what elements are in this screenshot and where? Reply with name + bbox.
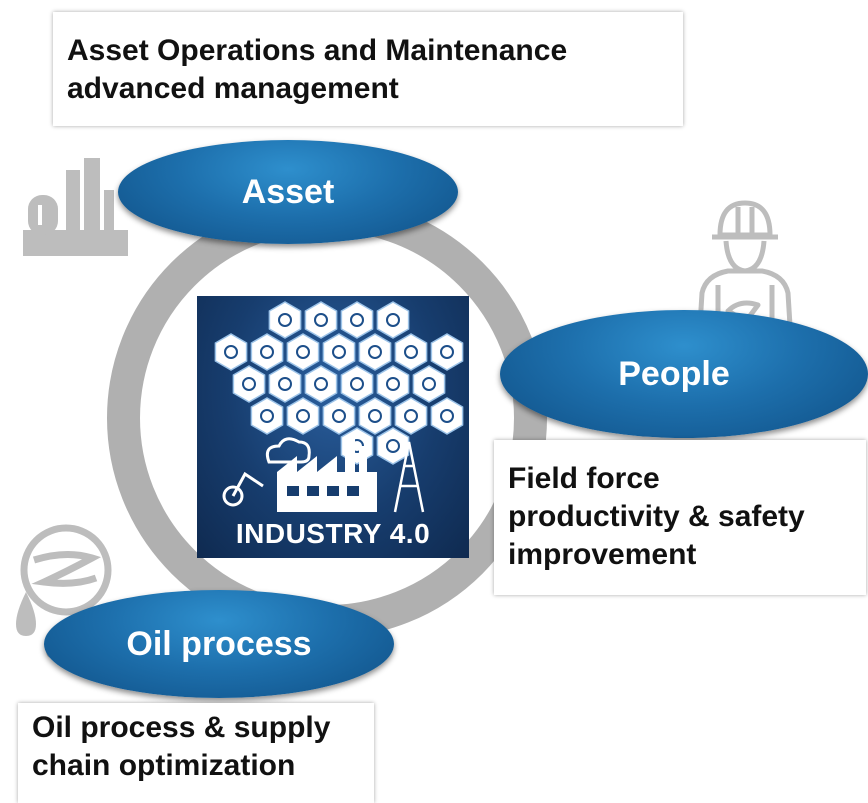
- hexagon-glyph-icon: [314, 377, 328, 391]
- hexagon-icon: [340, 301, 374, 339]
- hexagon-icon: [358, 397, 392, 435]
- robot-arm-icon: [222, 471, 264, 507]
- asset-callout-line-2: advanced management: [67, 72, 399, 105]
- oil-callout: Oil process & supply chain optimization: [18, 703, 374, 803]
- people-callout-line-3: improvement: [508, 538, 697, 571]
- hexagon-icon: [430, 397, 464, 435]
- hexagon-icon: [430, 333, 464, 371]
- hexagon-icon: [250, 397, 284, 435]
- people-pill: People: [500, 310, 868, 438]
- oil-callout-line-1: Oil process & supply: [32, 711, 331, 744]
- hexagon-icon: [286, 397, 320, 435]
- hexagon-icon: [358, 333, 392, 371]
- hexagon-icon: [322, 333, 356, 371]
- hexagon-glyph-icon: [314, 313, 328, 327]
- hexagon-icon: [304, 301, 338, 339]
- hexagon-icon: [322, 397, 356, 435]
- asset-callout: Asset Operations and Maintenance advance…: [53, 12, 683, 126]
- hexagon-glyph-icon: [440, 409, 454, 423]
- tower-icon: [393, 441, 425, 513]
- hexagon-icon: [268, 301, 302, 339]
- hexagon-icon: [412, 365, 446, 403]
- hexagon-glyph-icon: [224, 345, 238, 359]
- hexagon-icon-grid: [214, 301, 464, 513]
- people-callout-line-1: Field force: [508, 462, 660, 495]
- hexagon-glyph-icon: [332, 345, 346, 359]
- hexagon-glyph-icon: [440, 345, 454, 359]
- hexagon-glyph-icon: [386, 377, 400, 391]
- oil-callout-line-2: chain optimization: [32, 749, 296, 782]
- hexagon-glyph-icon: [278, 377, 292, 391]
- hexagon-glyph-icon: [368, 409, 382, 423]
- oil-process-pill: Oil process: [44, 590, 394, 698]
- hexagon-glyph-icon: [386, 313, 400, 327]
- hexagon-glyph-icon: [350, 313, 364, 327]
- oil-process-pill-label: Oil process: [126, 624, 312, 663]
- hexagon-glyph-icon: [332, 409, 346, 423]
- oil-drop-icon: [16, 524, 112, 658]
- hexagon-glyph-icon: [242, 377, 256, 391]
- hexagon-icon: [268, 365, 302, 403]
- hexagon-icon: [394, 333, 428, 371]
- hexagon-icon: [376, 427, 410, 465]
- people-callout: Field force productivity & safety improv…: [494, 440, 866, 595]
- hexagon-glyph-icon: [404, 345, 418, 359]
- hexagon-glyph-icon: [260, 409, 274, 423]
- people-callout-line-2: productivity & safety: [508, 500, 805, 533]
- hexagon-icon: [340, 365, 374, 403]
- asset-callout-line-1: Asset Operations and Maintenance: [67, 34, 568, 67]
- hexagon-icon: [250, 333, 284, 371]
- hexagon-glyph-icon: [386, 439, 400, 453]
- hexagon-glyph-icon: [368, 345, 382, 359]
- cloud-icon: [265, 437, 311, 464]
- center-caption: INDUSTRY 4.0: [235, 518, 431, 549]
- hexagon-icon: [376, 301, 410, 339]
- industrial-plant-icon: [23, 158, 128, 256]
- factory-icon: [277, 438, 377, 512]
- hexagon-icon: [304, 365, 338, 403]
- hexagon-glyph-icon: [296, 409, 310, 423]
- hexagon-icon: [376, 365, 410, 403]
- hexagon-glyph-icon: [296, 345, 310, 359]
- hexagon-icon: [286, 333, 320, 371]
- hexagon-icon: [394, 397, 428, 435]
- hexagon-glyph-icon: [422, 377, 436, 391]
- hexagon-icon: [214, 333, 248, 371]
- hexagon-glyph-icon: [350, 377, 364, 391]
- asset-pill: Asset: [118, 140, 458, 244]
- industry-4-graphic: INDUSTRY 4.0: [197, 296, 469, 558]
- hexagon-glyph-icon: [278, 313, 292, 327]
- people-pill-label: People: [618, 354, 730, 393]
- hexagon-glyph-icon: [404, 409, 418, 423]
- asset-pill-label: Asset: [241, 172, 335, 211]
- hexagon-glyph-icon: [260, 345, 274, 359]
- hexagon-icon: [232, 365, 266, 403]
